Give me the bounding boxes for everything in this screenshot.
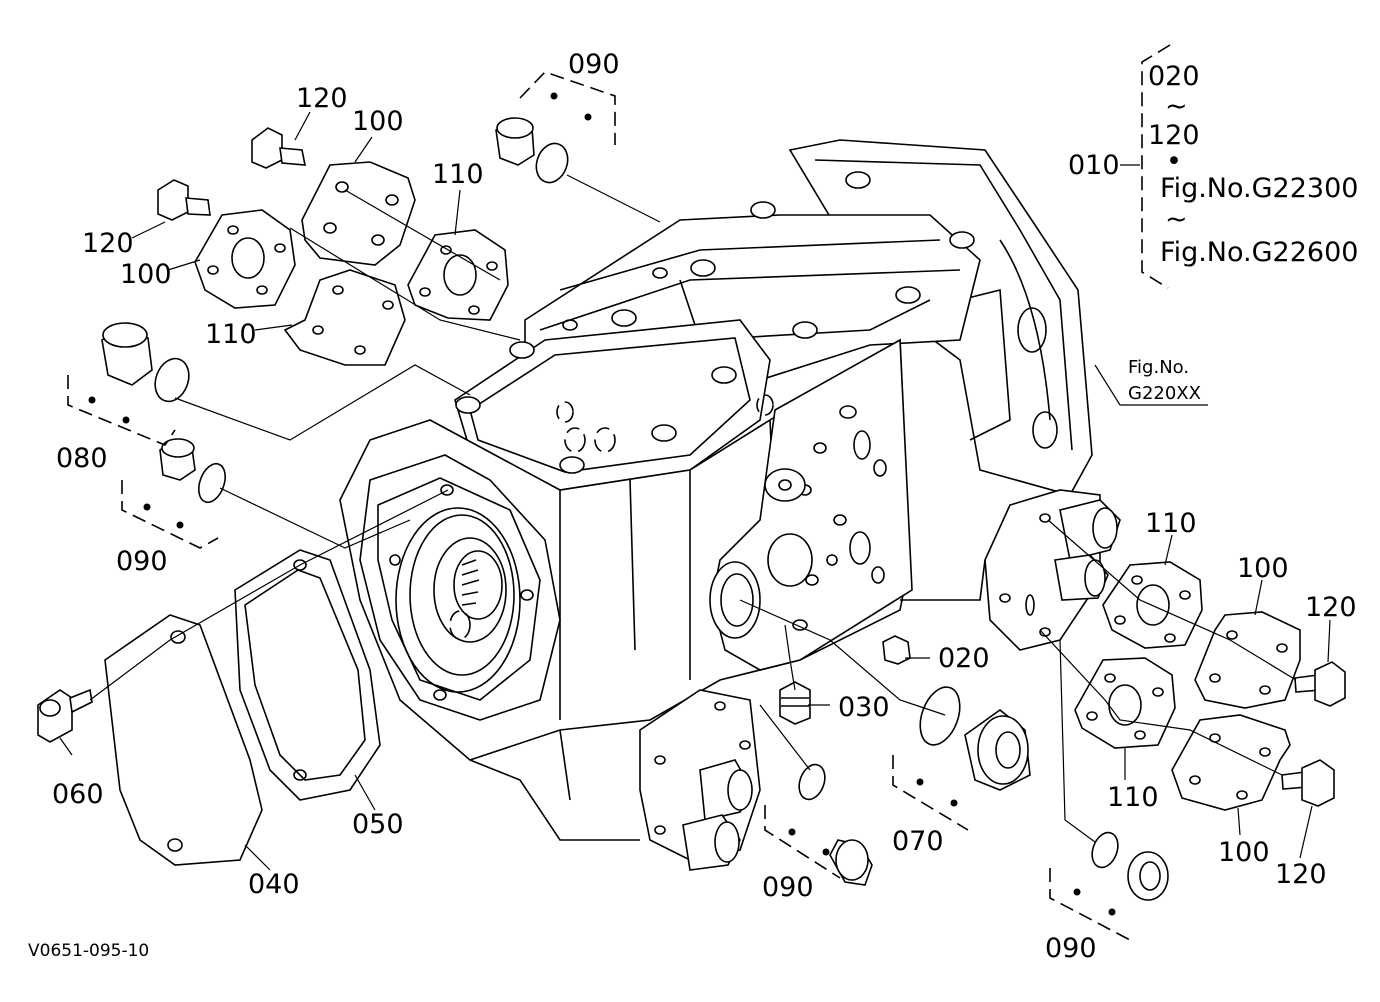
- part-090-plug-left: [159, 438, 226, 504]
- part-090-plug-bottom: [798, 763, 873, 886]
- callout-070: 070: [892, 826, 944, 857]
- part-110-plate-left: [283, 269, 406, 366]
- callout-090-top: 090: [568, 49, 620, 80]
- bracket-dots: [88, 92, 1116, 916]
- cover-bolts: [455, 171, 975, 474]
- fig-reference-line2: G220XX: [1128, 383, 1201, 404]
- part-060-bolt: [37, 688, 93, 743]
- callout-110-c: 110: [1145, 508, 1197, 539]
- part-090-plug-top: [495, 117, 569, 184]
- callout-110-a: 110: [432, 159, 484, 190]
- transmission-housing: [339, 139, 1121, 871]
- part-120-bolts-right: [1281, 661, 1346, 807]
- callout-110-b: 110: [205, 319, 257, 350]
- callout-100-d: 100: [1218, 837, 1270, 868]
- callout-060: 060: [52, 779, 104, 810]
- group-note-range-end: 120: [1148, 120, 1200, 151]
- part-100-plate-upper: [301, 161, 416, 266]
- part-050-gasket: [234, 549, 381, 801]
- callout-090-bottom: 090: [762, 872, 814, 903]
- group-note: 010 020 ~ 120 • Fig.No.G22300 ~ Fig.No.G…: [1068, 61, 1358, 268]
- fig-reference: Fig.No. G220XX: [1128, 357, 1201, 404]
- part-120-bolts-upper: [157, 127, 306, 221]
- callout-120-a: 120: [296, 83, 348, 114]
- group-note-fig-end: Fig.No.G22600: [1160, 237, 1358, 268]
- callout-120-c: 120: [1305, 592, 1357, 623]
- callout-100-a: 100: [352, 106, 404, 137]
- leader-lines: [59, 111, 1331, 871]
- part-110-plate-right-lower: [1074, 657, 1176, 749]
- part-110-plate-upper: [407, 229, 509, 321]
- part-030-plug: [779, 681, 811, 725]
- callout-050: 050: [352, 809, 404, 840]
- callout-120-d: 120: [1275, 859, 1327, 890]
- part-100-plate-right-lower: [1171, 714, 1291, 811]
- part-040-cover-plate: [104, 614, 263, 866]
- group-note-part: 010: [1068, 150, 1120, 181]
- callout-100-b: 100: [120, 259, 172, 290]
- callout-120-b: 120: [82, 228, 134, 259]
- callout-090-left: 090: [116, 546, 168, 577]
- group-note-range-start: 020: [1148, 61, 1200, 92]
- group-note-bullet: •: [1166, 146, 1182, 177]
- callout-110-d: 110: [1107, 782, 1159, 813]
- drawing-code: V0651-095-10: [28, 941, 149, 961]
- group-note-fig-start: Fig.No.G22300: [1160, 173, 1358, 204]
- callout-020: 020: [938, 643, 990, 674]
- group-note-tilde-2: ~: [1165, 204, 1188, 235]
- part-090-plug-right: [1091, 831, 1169, 901]
- callout-100-c: 100: [1237, 553, 1289, 584]
- fig-reference-line1: Fig.No.: [1128, 357, 1189, 378]
- callout-030: 030: [838, 692, 890, 723]
- part-020-plug: [882, 635, 911, 665]
- callout-090-right: 090: [1045, 933, 1097, 964]
- part-100-plate-left: [194, 209, 296, 309]
- group-brackets: [67, 44, 1171, 941]
- callout-040: 040: [248, 869, 300, 900]
- part-080-plug: [101, 322, 190, 403]
- callout-080: 080: [56, 443, 108, 474]
- part-100-plate-right-upper: [1194, 611, 1301, 709]
- group-note-tilde-1: ~: [1165, 91, 1188, 122]
- callout-labels: 090 120 100 110 120 100 110 080 090 060 …: [52, 49, 1357, 964]
- part-070-plug: [919, 686, 1031, 791]
